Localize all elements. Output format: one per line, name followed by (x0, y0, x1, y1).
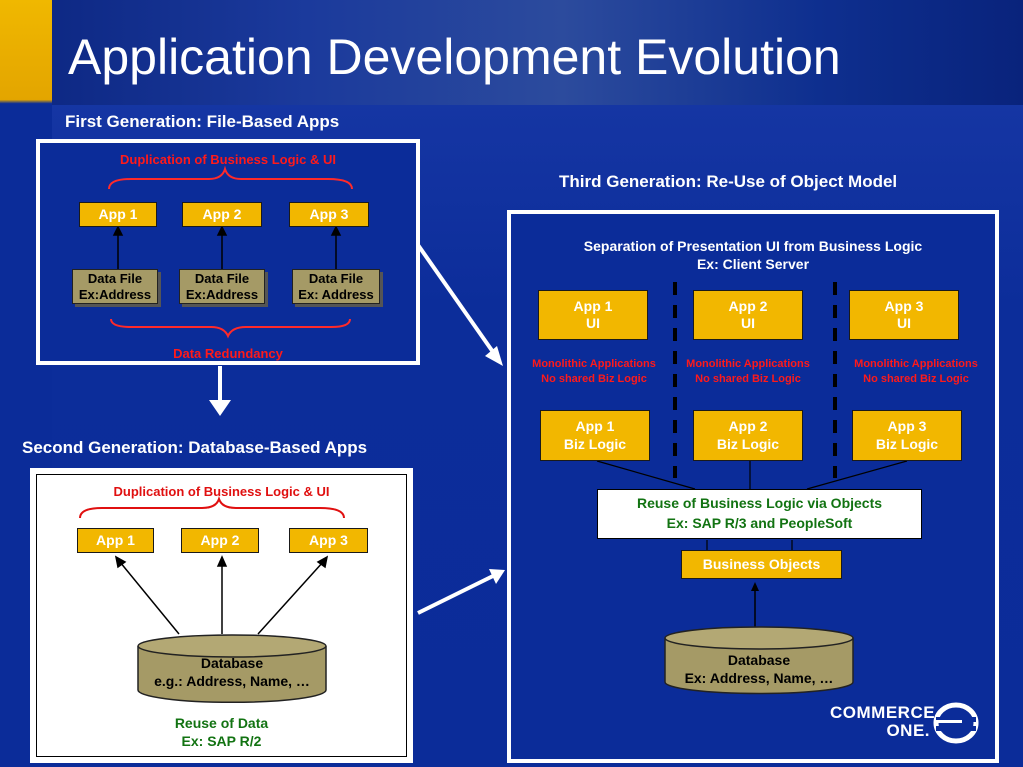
second-gen-arrowhead-1 (114, 555, 127, 569)
app2-logic-line2: Biz Logic (716, 435, 780, 452)
down-arrow-gen1-to-gen2 (209, 366, 231, 416)
link-logic-1 (596, 460, 696, 490)
monolithic-2-line2: No shared Biz Logic (695, 372, 801, 385)
logo-line2: ONE. (886, 720, 930, 740)
third-gen-database-label: Database Ex: Address, Name, … (665, 651, 853, 687)
app3-ui-line1: App 3 (884, 297, 924, 314)
data-file-2-line1: Data File (194, 270, 250, 286)
first-gen-redundancy-label: Data Redundancy (173, 346, 283, 361)
second-gen-inner-border (36, 474, 407, 757)
third-gen-heading: Third Generation: Re-Use of Object Model (559, 172, 898, 191)
second-gen-arrowhead-3 (316, 555, 329, 569)
separation-line1: Separation of Presentation UI from Busin… (583, 238, 923, 254)
second-gen-db-line2: e.g.: Address, Name, … (154, 673, 310, 690)
second-gen-heading: Second Generation: Database-Based Apps (22, 438, 368, 457)
monolithic-1-line1: Monolithic Applications (532, 358, 656, 370)
app1-logic-line1: App 1 (575, 418, 615, 434)
second-gen-duplication-label: Duplication of Business Logic & UI (113, 484, 330, 499)
arrowhead-gen1-to-gen3 (485, 346, 503, 366)
data-file-3-line1: Data File (308, 270, 364, 286)
app1-ui-line2: UI (585, 315, 600, 331)
data-file-2-line2: Ex:Address (185, 286, 259, 302)
second-gen-connectors (79, 495, 345, 704)
second-gen-reuse-line2: Ex: SAP R/2 (181, 733, 262, 750)
data-file-1-line2: Ex:Address (78, 286, 152, 302)
arrowhead-gen2-to-gen3 (489, 569, 505, 584)
app1-logic-line2: Biz Logic (563, 435, 627, 452)
first-gen-panel (36, 139, 420, 365)
first-gen-app-2: App 2 (182, 202, 262, 227)
second-gen-reuse-label: Reuse of Data Ex: SAP R/2 (36, 714, 407, 750)
third-gen-reuse-box: Reuse of Business Logic via Objects Ex: … (597, 489, 922, 539)
data-file-1-line1: Data File (87, 270, 143, 286)
monolithic-label-2: Monolithic Applications No shared Biz Lo… (673, 357, 823, 387)
monolithic-3-line2: No shared Biz Logic (863, 372, 969, 385)
arrows-to-third-gen (416, 243, 505, 615)
first-gen-arrowhead-2 (216, 225, 228, 236)
commerce-one-logo: COMMERCE ONE. (830, 704, 935, 740)
third-gen-database-cylinder (664, 626, 854, 695)
third-gen-db-line1: Database (727, 652, 791, 668)
third-gen-separation-label: Separation of Presentation UI from Busin… (511, 237, 995, 273)
first-gen-arrowhead-1 (112, 225, 124, 236)
header-band (0, 0, 1023, 105)
second-gen-app-1: App 1 (77, 528, 154, 553)
arrow-gen2-to-gen3 (417, 574, 494, 615)
first-gen-connectors (108, 165, 353, 339)
first-gen-duplication-label: Duplication of Business Logic & UI (120, 152, 336, 167)
slide-title: Application Development Evolution (68, 29, 841, 85)
monolithic-1-line2: No shared Biz Logic (541, 372, 647, 385)
link-logic-3 (806, 460, 908, 490)
arrow-gen1-to-gen3 (416, 243, 495, 354)
second-gen-brace (79, 495, 345, 519)
third-gen-connectors (596, 282, 908, 695)
app2-ui-line1: App 2 (728, 297, 768, 314)
app1-ui-line1: App 1 (573, 297, 613, 314)
first-gen-bottom-brace (110, 318, 351, 339)
monolithic-2-line1: Monolithic Applications (686, 358, 810, 370)
app3-logic-line1: App 3 (887, 418, 927, 434)
second-gen-db-line1: Database (200, 655, 264, 671)
third-gen-business-objects: Business Objects (681, 550, 842, 579)
logo-line1: COMMERCE (830, 703, 936, 722)
commerce-one-logo-icon (933, 702, 979, 744)
app2-ui-line2: UI (740, 315, 755, 331)
second-gen-arrow-1 (119, 561, 180, 635)
second-gen-database-label: Database e.g.: Address, Name, … (138, 654, 326, 690)
second-gen-database-cylinder (137, 634, 327, 704)
reuse-line1: Reuse of Business Logic via Objects (636, 495, 883, 512)
arrowhead-db-to-bo (751, 582, 759, 591)
monolithic-label-3: Monolithic Applications No shared Biz Lo… (841, 357, 991, 387)
data-file-3-line2: Ex: Address (298, 286, 374, 302)
app2-logic-line1: App 2 (728, 418, 768, 434)
first-gen-heading: First Generation: File-Based Apps (65, 112, 340, 131)
reuse-line2: Ex: SAP R/3 and PeopleSoft (666, 515, 853, 531)
third-gen-db-line2: Ex: Address, Name, … (684, 670, 834, 687)
second-gen-app-3: App 3 (289, 528, 368, 553)
second-gen-app-2: App 2 (181, 528, 259, 553)
first-gen-app-3: App 3 (289, 202, 369, 227)
first-gen-arrowhead-3 (330, 225, 342, 236)
app3-logic-line2: Biz Logic (875, 435, 939, 452)
second-gen-arrowhead-2 (216, 555, 228, 567)
monolithic-3-line1: Monolithic Applications (854, 358, 978, 370)
app3-ui-line2: UI (896, 315, 911, 331)
second-gen-arrow-3 (257, 561, 324, 635)
first-gen-top-brace (108, 165, 353, 190)
second-gen-reuse-line1: Reuse of Data (174, 715, 269, 731)
monolithic-label-1: Monolithic Applications No shared Biz Lo… (519, 357, 669, 387)
first-gen-app-1: App 1 (79, 202, 157, 227)
separation-line2: Ex: Client Server (696, 256, 810, 273)
